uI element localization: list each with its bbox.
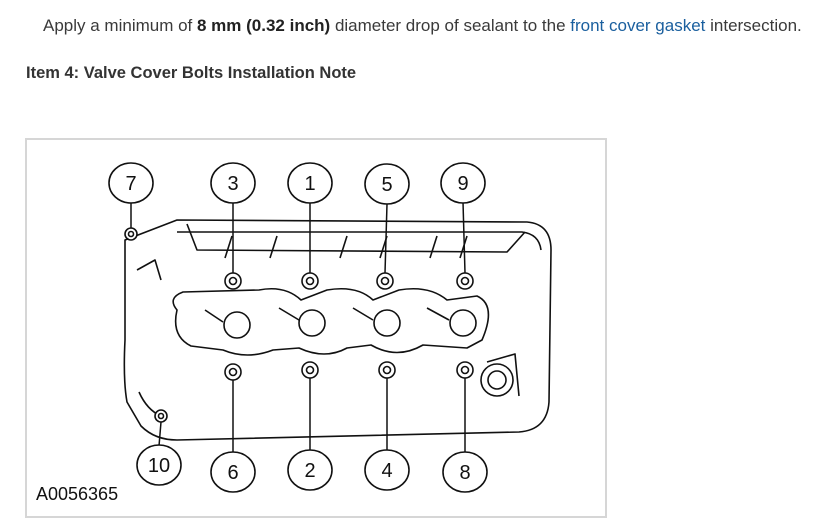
- callout-9: 9: [457, 173, 468, 195]
- callout-1: 1: [304, 173, 315, 195]
- front-cover-gasket-link[interactable]: front cover gasket: [570, 16, 706, 35]
- bolt-3: [224, 272, 242, 290]
- callout-5: 5: [381, 174, 392, 196]
- callout-2: 2: [304, 460, 315, 482]
- bolt-10: [154, 409, 168, 423]
- bolt-6: [224, 363, 242, 381]
- callout-8-circle: [442, 451, 488, 493]
- instruction-prefix: Apply a minimum of: [43, 16, 197, 35]
- callout-7-circle: [108, 162, 154, 204]
- callout-7: 7: [125, 173, 136, 195]
- valve-cover-diagram: 7 3 1 5 9 10 6 2 4 8 A0056365: [25, 138, 607, 518]
- callout-2-circle: [287, 449, 333, 491]
- bolt-7: [124, 227, 138, 241]
- callout-8: 8: [459, 462, 470, 484]
- callout-4-circle: [364, 449, 410, 491]
- section-title: Item 4: Valve Cover Bolts Installation N…: [26, 64, 357, 82]
- instruction-middle: diameter drop of sealant to the: [330, 16, 571, 35]
- callout-5-circle: [364, 163, 410, 205]
- callout-3-circle: [210, 162, 256, 204]
- oil-filler-cap: [480, 363, 514, 397]
- figure-code: A0056365: [36, 484, 119, 504]
- callout-6: 6: [227, 462, 238, 484]
- sealant-measurement: 8 mm (0.32 inch): [197, 16, 331, 35]
- valve-cover-drawing: 7 3 1 5 9 10 6 2 4 8: [108, 162, 552, 493]
- callout-6-circle: [210, 451, 256, 493]
- coil-housing: [172, 287, 490, 356]
- bolt-9: [456, 272, 474, 290]
- bolt-8: [456, 361, 474, 379]
- instruction-text: Apply a minimum of 8 mm (0.32 inch) diam…: [43, 14, 802, 38]
- callout-3: 3: [227, 173, 238, 195]
- bolt-5: [376, 272, 394, 290]
- bolt-4: [378, 361, 396, 379]
- bolt-1: [301, 272, 319, 290]
- callout-10: 10: [148, 455, 170, 477]
- callout-10-circle: [136, 444, 182, 486]
- instruction-suffix: intersection.: [705, 16, 802, 35]
- callout-4: 4: [381, 460, 392, 482]
- cover-outline: [123, 219, 552, 441]
- callout-9-circle: [440, 162, 486, 204]
- bolt-2: [301, 361, 319, 379]
- callout-1-circle: [287, 162, 333, 204]
